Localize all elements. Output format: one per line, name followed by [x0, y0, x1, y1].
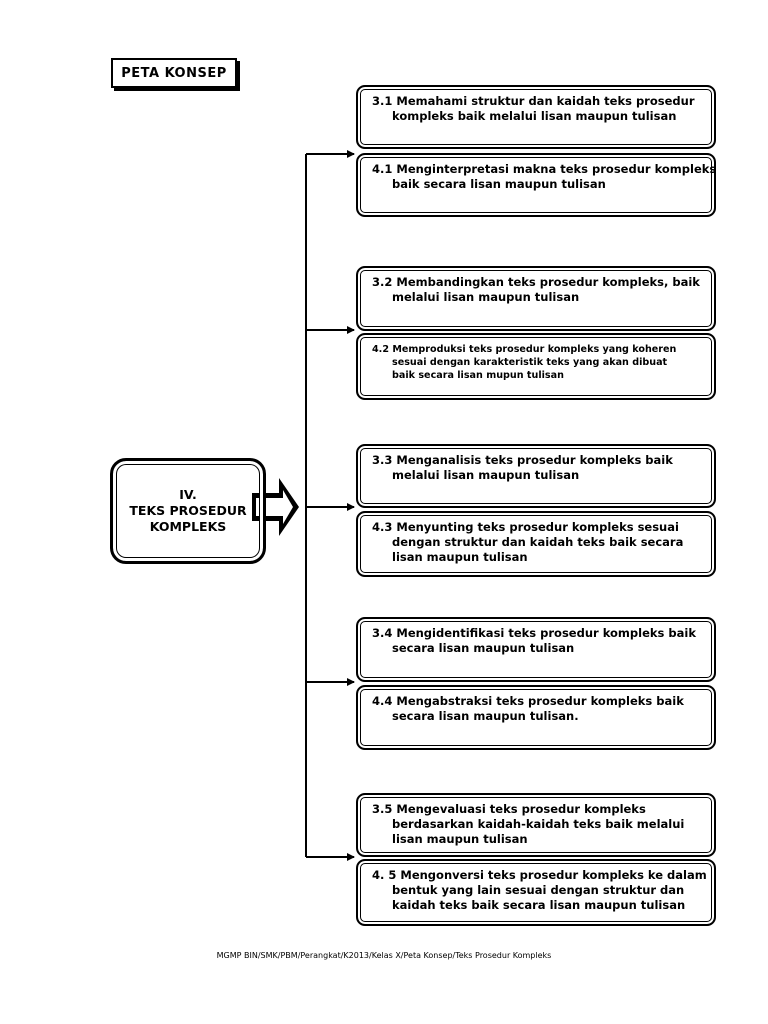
main-topic-line-3: KOMPLEKS	[149, 519, 227, 534]
main-topic-number: IV.	[179, 487, 197, 502]
competency-text: secara lisan maupun tulisan.	[392, 709, 579, 723]
competency-text: 4.1 Menginterpretasi makna teks prosedur…	[372, 162, 717, 176]
competency-box-4-2: 4.2 Memproduksi teks prosedur kompleks y…	[356, 333, 716, 400]
competency-box-3-3: 3.3 Menganalisis teks prosedur kompleks …	[356, 444, 716, 508]
competency-text: 4.4 Mengabstraksi teks prosedur kompleks…	[372, 694, 684, 708]
competency-box-4-5: 4. 5 Mengonversi teks prosedur kompleks …	[356, 859, 716, 926]
competency-text: lisan maupun tulisan	[392, 832, 528, 846]
competency-text: 3.1 Memahami struktur dan kaidah teks pr…	[372, 94, 695, 108]
competency-text: 4.3 Menyunting teks prosedur kompleks se…	[372, 520, 679, 534]
competency-box-4-4: 4.4 Mengabstraksi teks prosedur kompleks…	[356, 685, 716, 750]
competency-text: sesuai dengan karakteristik teks yang ak…	[392, 357, 668, 368]
competency-text: 3.5 Mengevaluasi teks prosedur kompleks	[372, 802, 646, 816]
competency-box-4-3: 4.3 Menyunting teks prosedur kompleks se…	[356, 511, 716, 577]
competency-text: kompleks baik melalui lisan maupun tulis…	[392, 109, 677, 123]
competency-text: bentuk yang lain sesuai dengan struktur …	[392, 883, 685, 897]
competency-text: 3.3 Menganalisis teks prosedur kompleks …	[372, 453, 673, 467]
competency-text: dengan struktur dan kaidah teks baik sec…	[392, 535, 684, 549]
competency-text: melalui lisan maupun tulisan	[392, 290, 580, 304]
footer-path: MGMP BIN/SMK/PBM/Perangkat/K2013/Kelas X…	[216, 951, 552, 960]
competency-text: 3.4 Mengidentifikasi teks prosedur kompl…	[372, 626, 696, 640]
page-title: PETA KONSEP	[111, 58, 237, 88]
competency-text: berdasarkan kaidah-kaidah teks baik mela…	[392, 817, 685, 831]
competency-text: 3.2 Membandingkan teks prosedur kompleks…	[372, 275, 700, 289]
competency-box-3-5: 3.5 Mengevaluasi teks prosedur kompleks …	[356, 793, 716, 857]
competency-text: kaidah teks baik secara lisan maupun tul…	[392, 898, 686, 912]
competency-text: secara lisan maupun tulisan	[392, 641, 575, 655]
competency-text: melalui lisan maupun tulisan	[392, 468, 580, 482]
competency-box-3-1: 3.1 Memahami struktur dan kaidah teks pr…	[356, 85, 716, 149]
main-topic-line-2: TEKS PROSEDUR	[129, 503, 247, 518]
main-topic-box: IV. TEKS PROSEDUR KOMPLEKS	[110, 458, 266, 564]
competency-box-4-1: 4.1 Menginterpretasi makna teks prosedur…	[356, 153, 716, 217]
competency-box-3-4: 3.4 Mengidentifikasi teks prosedur kompl…	[356, 617, 716, 682]
competency-text: 4. 5 Mengonversi teks prosedur kompleks …	[372, 868, 707, 882]
competency-text: baik secara lisan maupun tulisan	[392, 177, 606, 191]
competency-text: lisan maupun tulisan	[392, 550, 528, 564]
competency-box-3-2: 3.2 Membandingkan teks prosedur kompleks…	[356, 266, 716, 331]
competency-text: baik secara lisan mupun tulisan	[392, 370, 564, 381]
competency-text: 4.2 Memproduksi teks prosedur kompleks y…	[372, 344, 677, 355]
